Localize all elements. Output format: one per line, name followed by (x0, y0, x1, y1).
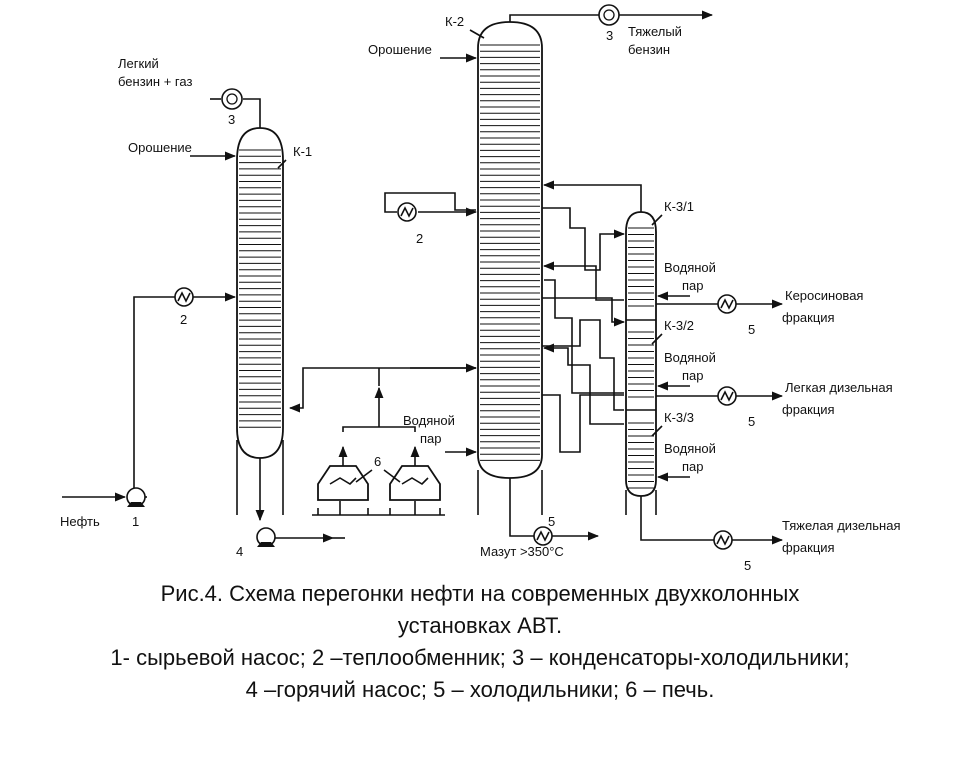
diagram-labels: К-1 К-2 К-3/1 К-3/2 К-3/3 Орошение Ороше… (60, 14, 900, 573)
caption-line-3: 1- сырьевой насос; 2 –теплообменник; 3 –… (110, 645, 850, 670)
condenser-k2-icon (598, 4, 620, 26)
label-mazut: Мазут >350°С (480, 544, 564, 559)
label-heavy-diesel-1: Тяжелая дизельная (782, 518, 900, 533)
cooler-light-diesel-icon (717, 386, 737, 406)
figure-caption: Рис.4. Схема перегонки нефти на современ… (0, 578, 960, 706)
num-furnace: 6 (374, 454, 381, 469)
label-steam-c-1: Водяной (664, 441, 716, 456)
heat-exchanger-left-icon (174, 287, 194, 307)
label-light-gasoline-1: Легкий (118, 56, 159, 71)
label-steam-b-2: пар (682, 368, 704, 383)
caption-line-4: 4 –горячий насос; 5 – холодильники; 6 – … (245, 677, 715, 702)
label-heavy-gasoline-1: Тяжелый (628, 24, 682, 39)
label-light-diesel-1: Легкая дизельная (785, 380, 893, 395)
num-cooler-kerosene: 5 (748, 322, 755, 337)
label-reflux-k2: Орошение (368, 42, 432, 57)
process-lines (62, 10, 784, 545)
label-k3-1: К-3/1 (664, 199, 694, 214)
furnace-left-icon (317, 465, 369, 515)
hot-pump-icon (256, 527, 276, 547)
column-k2 (477, 21, 543, 515)
distillation-scheme: К-1 К-2 К-3/1 К-3/2 К-3/3 Орошение Ороше… (60, 4, 900, 573)
label-steam-a-1: Водяной (664, 260, 716, 275)
column-k3 (625, 211, 657, 515)
cooler-kerosene-icon (717, 294, 737, 314)
label-steam-k2-1: Водяной (403, 413, 455, 428)
label-kerosene-1: Керосиновая (785, 288, 863, 303)
label-steam-a-2: пар (682, 278, 704, 293)
cooler-mazut-icon (533, 526, 553, 546)
label-k3-2: К-3/2 (664, 318, 694, 333)
label-oil: Нефть (60, 514, 100, 529)
raw-pump-icon (126, 487, 146, 507)
num-raw-pump: 1 (132, 514, 139, 529)
num-cooler-mazut: 5 (548, 514, 555, 529)
caption-line-1: Рис.4. Схема перегонки нефти на современ… (160, 581, 800, 606)
label-k2: К-2 (445, 14, 464, 29)
label-light-gasoline-2: бензин + газ (118, 74, 192, 89)
label-k3-3: К-3/3 (664, 410, 694, 425)
label-heavy-diesel-2: фракция (782, 540, 835, 555)
heat-exchanger-top-icon (397, 202, 417, 222)
num-cooler-light-diesel: 5 (748, 414, 755, 429)
num-hot-pump: 4 (236, 544, 243, 559)
num-cond-k1: 3 (228, 112, 235, 127)
furnace-right-icon (389, 465, 441, 515)
caption-line-2: установках АВТ. (397, 613, 563, 638)
label-steam-c-2: пар (682, 459, 704, 474)
label-light-diesel-2: фракция (782, 402, 835, 417)
num-hx-top: 2 (416, 231, 423, 246)
label-k1: К-1 (293, 144, 312, 159)
num-hx-left: 2 (180, 312, 187, 327)
column-k1 (236, 127, 284, 515)
num-cond-k2: 3 (606, 28, 613, 43)
label-kerosene-2: фракция (782, 310, 835, 325)
label-reflux-k1: Орошение (128, 140, 192, 155)
label-steam-b-1: Водяной (664, 350, 716, 365)
condenser-k1-icon (221, 88, 243, 110)
label-heavy-gasoline-2: бензин (628, 42, 670, 57)
label-steam-k2-2: пар (420, 431, 442, 446)
num-cooler-heavy-diesel: 5 (744, 558, 751, 573)
cooler-heavy-diesel-icon (713, 530, 733, 550)
